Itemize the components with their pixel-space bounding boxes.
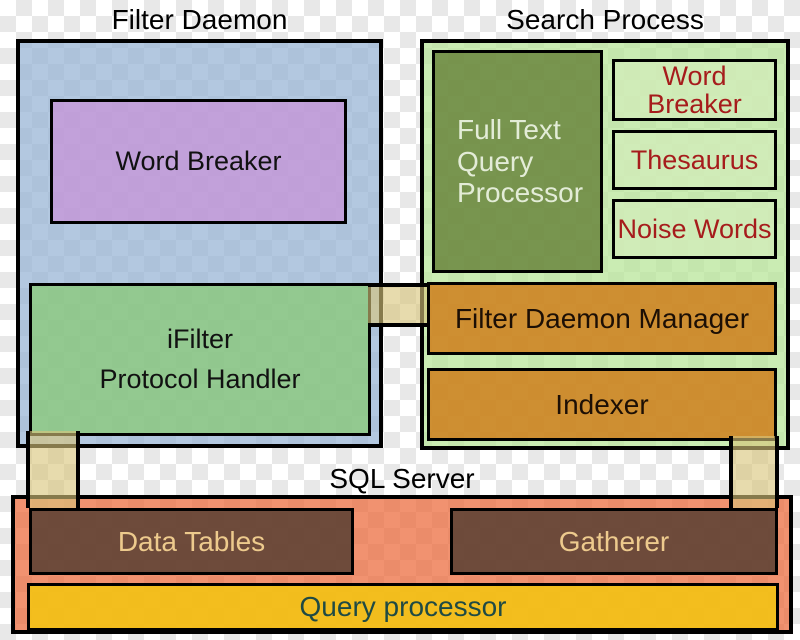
data-tables-label: Data Tables: [117, 525, 266, 557]
filter-daemon-manager-label: Filter Daemon Manager: [454, 302, 750, 334]
ftqp-label-line1: Full Text: [457, 114, 561, 146]
word-breaker-daemon-box: Word Breaker: [50, 99, 347, 224]
protocol-handler-label: Protocol Handler: [99, 363, 301, 394]
gatherer-box: Gatherer: [450, 508, 778, 575]
query-processor-box: Query processor: [27, 583, 779, 631]
connector-indexer-to-gatherer: [729, 436, 779, 508]
query-processor-label: Query processor: [299, 591, 507, 622]
ifilter-label: iFilter: [166, 324, 233, 355]
noise-words-box: Noise Words: [612, 199, 777, 259]
filter-daemon-manager-box: Filter Daemon Manager: [427, 282, 777, 355]
search-process-title: Search Process: [506, 4, 704, 35]
gatherer-label: Gatherer: [558, 525, 670, 557]
connector-ifilter-to-filter-daemon-manager: [368, 283, 427, 327]
full-text-query-processor-box: Full Text Query Processor: [432, 50, 603, 273]
thesaurus-box: Thesaurus: [612, 130, 777, 190]
ftqp-label-line3: Processor: [457, 177, 584, 209]
filter-daemon-title: Filter Daemon: [111, 4, 288, 35]
indexer-box: Indexer: [427, 368, 777, 441]
noise-words-label: Noise Words: [617, 213, 772, 244]
sql-server-title: SQL Server: [329, 463, 475, 494]
word-breaker-search-label: Word Breaker: [647, 60, 742, 119]
ifilter-protocol-handler-box: iFilter Protocol Handler: [29, 283, 371, 436]
thesaurus-label: Thesaurus: [630, 144, 759, 175]
indexer-label: Indexer: [555, 388, 649, 420]
data-tables-box: Data Tables: [29, 508, 354, 575]
word-breaker-daemon-label: Word Breaker: [115, 145, 282, 176]
word-breaker-search-box: Word Breaker: [612, 59, 777, 121]
ftqp-label-line2: Query: [457, 145, 534, 177]
connector-filter-daemon-to-data-tables: [26, 431, 80, 508]
